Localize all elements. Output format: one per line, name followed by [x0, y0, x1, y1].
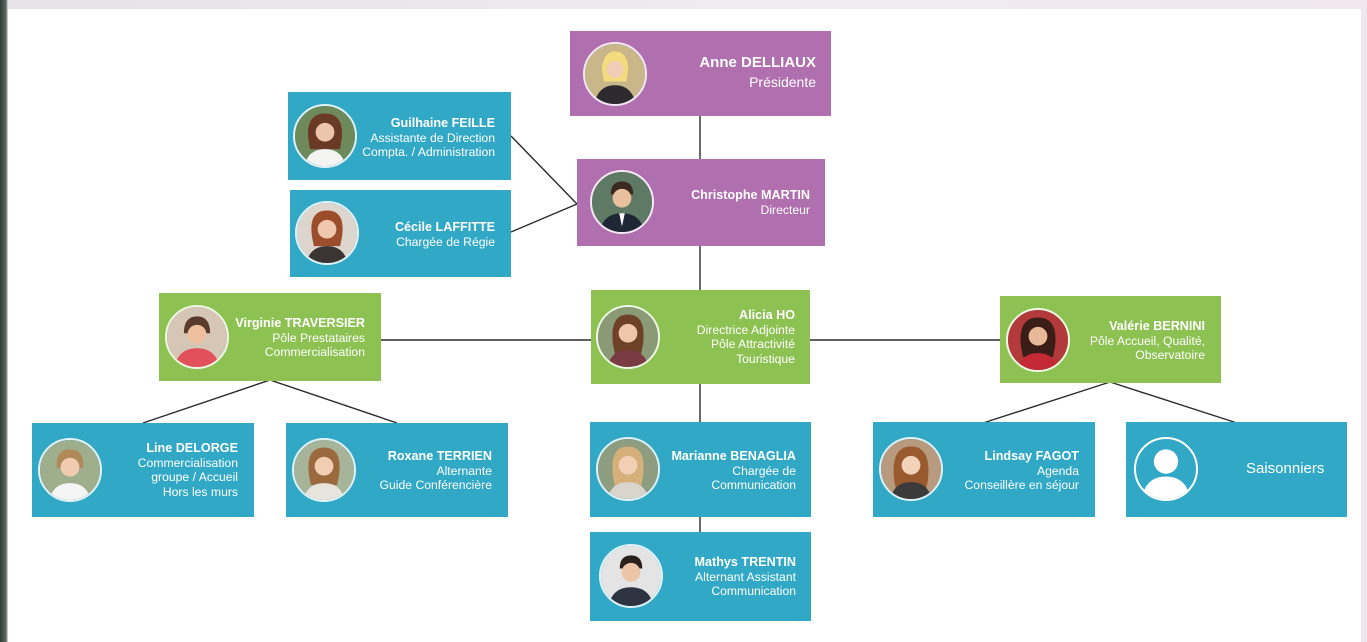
lindsay-line-2: Conseillère en séjour [964, 478, 1080, 492]
line-virginie-roxane [269, 379, 398, 424]
line-virginie-line [142, 379, 271, 424]
marianne-line-1: Chargée de [732, 463, 796, 478]
saisonniers-label: Saisonniers [1246, 460, 1325, 477]
alicia-photo [596, 305, 660, 369]
card-mathys: Mathys TRENTIN Alternant Assistant Commu… [590, 532, 811, 621]
line-delorge-name: Line DELORGE [146, 441, 238, 455]
president-name: Anne DELLIAUX [699, 54, 816, 71]
line-director-guilhaine [510, 135, 578, 205]
cecile-photo [295, 201, 359, 265]
lindsay-photo [879, 437, 943, 501]
valerie-line-1: Pôle Accueil, Qualité, [1089, 333, 1205, 348]
guilhaine-name: Guilhaine FEILLE [390, 116, 495, 130]
mathys-line-1: Alternant Assistant [695, 569, 796, 584]
line-delorge-line-1: Commercialisation [137, 455, 238, 470]
card-alicia: Alicia HO Directrice Adjointe Pôle Attra… [591, 290, 810, 384]
user-placeholder-icon [1134, 437, 1198, 501]
valerie-photo [1006, 308, 1070, 372]
roxane-name: Roxane TERRIEN [387, 449, 492, 463]
line-delorge-line-3: Hors les murs [162, 484, 238, 499]
line-director-cecile [510, 203, 578, 233]
card-marianne: Marianne BENAGLIA Chargée de Communicati… [590, 422, 811, 517]
director-name: Christophe MARTIN [691, 188, 810, 202]
cecile-name: Cécile LAFFITTE [394, 220, 495, 234]
mathys-photo [599, 544, 663, 608]
virginie-line-2: Commercialisation [264, 345, 365, 359]
card-virginie: Virginie TRAVERSIER Pôle Prestataires Co… [159, 293, 381, 381]
card-lindsay: Lindsay FAGOT Agenda Conseillère en séjo… [873, 422, 1095, 517]
president-photo [583, 42, 647, 106]
card-saisonniers: Saisonniers [1126, 422, 1347, 517]
mathys-name: Mathys TRENTIN [694, 555, 796, 569]
lindsay-name: Lindsay FAGOT [984, 449, 1079, 463]
marianne-name: Marianne BENAGLIA [671, 449, 796, 463]
mathys-line-2: Communication [711, 584, 796, 598]
virginie-line-1: Pôle Prestataires [272, 330, 365, 345]
guilhaine-line-2: Compta. / Administration [362, 145, 495, 159]
card-cecile: Cécile LAFFITTE Chargée de Régie [290, 190, 511, 277]
card-director: Christophe MARTIN Directeur [577, 159, 825, 246]
guilhaine-photo [293, 104, 357, 168]
line-delorge-line-2: groupe / Accueil [151, 470, 238, 484]
alicia-name: Alicia HO [739, 308, 795, 322]
valerie-line-2: Observatoire [1135, 348, 1205, 362]
marianne-line-2: Communication [711, 478, 796, 492]
alicia-line-2: Pôle Attractivité [711, 337, 795, 351]
card-president: Anne DELLIAUX Présidente [570, 31, 831, 116]
line-valerie-saisonniers [1109, 381, 1238, 424]
virginie-name: Virginie TRAVERSIER [235, 316, 365, 330]
virginie-photo [165, 305, 229, 369]
lindsay-line-1: Agenda [1036, 463, 1079, 478]
card-roxane: Roxane TERRIEN Alternante Guide Conféren… [286, 423, 508, 517]
card-valerie: Valérie BERNINI Pôle Accueil, Qualité, O… [1000, 296, 1221, 383]
cecile-line-1: Chargée de Régie [396, 234, 495, 249]
roxane-line-1: Alternante [436, 463, 492, 478]
line-valerie-lindsay [982, 381, 1111, 424]
guilhaine-line-1: Assistante de Direction [370, 130, 495, 145]
president-role: Présidente [749, 74, 816, 90]
alicia-line-1: Directrice Adjointe [696, 322, 795, 337]
line-delorge-photo [38, 438, 102, 502]
director-photo [590, 170, 654, 234]
roxane-photo [292, 438, 356, 502]
marianne-photo [596, 437, 660, 501]
alicia-line-3: Touristique [736, 351, 795, 366]
card-line-delorge: Line DELORGE Commercialisation groupe / … [32, 423, 254, 517]
card-guilhaine: Guilhaine FEILLE Assistante de Direction… [288, 92, 511, 180]
director-role: Directeur [760, 202, 810, 217]
roxane-line-2: Guide Conférencière [379, 478, 492, 492]
valerie-name: Valérie BERNINI [1109, 319, 1205, 333]
